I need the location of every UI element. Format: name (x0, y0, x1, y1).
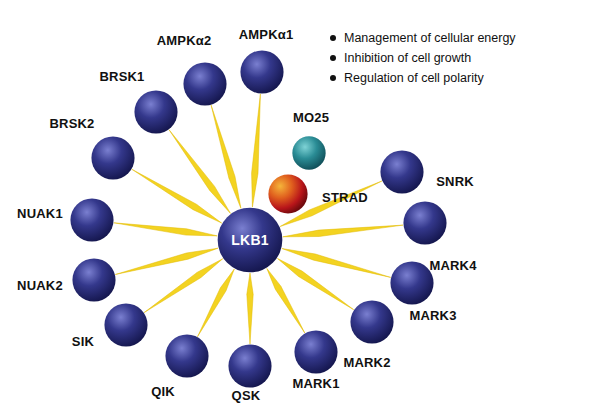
node-label: NUAK1 (17, 206, 63, 221)
signal-spike (169, 130, 231, 214)
node-label: MARK3 (409, 308, 456, 323)
kinase-sphere: SNRK (380, 150, 424, 194)
sphere-fill (183, 62, 226, 105)
kinase-sphere: AMPKα2 (183, 62, 227, 106)
sphere-shape (228, 344, 272, 388)
sphere-shape (380, 150, 424, 194)
node-label: BRSK2 (49, 116, 94, 131)
sphere-shape (165, 334, 209, 378)
sphere-shape (104, 303, 148, 347)
bullet-item: Inhibition of cell growth (328, 48, 516, 68)
sphere-fill (104, 303, 147, 346)
sphere-fill (134, 90, 177, 133)
sphere-fill (292, 136, 325, 169)
node-label: AMPKα2 (157, 33, 212, 48)
signal-spike (114, 223, 218, 236)
sphere-shape (292, 136, 326, 170)
signal-spike (198, 269, 235, 337)
bullet-text: Inhibition of cell growth (344, 51, 471, 65)
sphere-shape (183, 62, 227, 106)
sphere-shape (72, 258, 116, 302)
node-label: MARK1 (292, 376, 339, 391)
sphere-shape (403, 201, 447, 245)
kinase-sphere: MO25 (292, 136, 326, 170)
kinase-sphere: MARK1 (294, 330, 338, 374)
sphere-shape (390, 261, 434, 305)
sphere-fill (228, 344, 271, 387)
bullet-text: Management of cellular energy (344, 31, 516, 45)
node-label: BRSK1 (99, 69, 144, 84)
sphere-fill (350, 300, 393, 343)
node-label: AMPKα1 (239, 27, 294, 42)
sphere-fill (390, 261, 433, 304)
signal-spike (252, 94, 261, 207)
sphere-fill (268, 174, 307, 213)
signal-spike (282, 249, 391, 278)
kinase-sphere: NUAK2 (72, 258, 116, 302)
kinase-sphere: NUAK1 (70, 198, 114, 242)
signal-spike (267, 268, 305, 333)
sphere-fill (294, 330, 337, 373)
node-label: QIK (151, 384, 175, 399)
signal-spike (132, 169, 222, 223)
kinase-sphere: BRSK1 (134, 90, 178, 134)
hub-kinase-sphere: LKB1 (217, 207, 283, 273)
sphere-fill (165, 334, 208, 377)
signal-spike (247, 273, 253, 344)
sphere-fill (70, 198, 113, 241)
sphere-fill (240, 50, 283, 93)
kinase-sphere: SIK (104, 303, 148, 347)
bullet-dot (330, 55, 336, 61)
bullet-item: Management of cellular energy (328, 28, 516, 48)
sphere-fill (91, 136, 134, 179)
node-label: SNRK (436, 174, 474, 189)
kinase-sphere: MARK3 (390, 261, 434, 305)
sphere-fill (72, 258, 115, 301)
node-label: STRAD (322, 190, 368, 205)
kinase-sphere: MARK2 (350, 300, 394, 344)
bullet-dot (330, 35, 336, 41)
signal-spike (144, 259, 223, 313)
node-label: MO25 (293, 110, 329, 125)
sphere-shape (268, 174, 308, 214)
bullet-dot (330, 75, 336, 81)
kinase-sphere: BRSK2 (91, 136, 135, 180)
sphere-fill (403, 201, 446, 244)
node-label: MARK2 (343, 355, 390, 370)
sphere-shape (70, 198, 114, 242)
node-label: LKB1 (231, 232, 268, 248)
kinase-sphere: MARK4 (403, 201, 447, 245)
kinase-sphere: STRAD (268, 174, 308, 214)
sphere-shape (134, 90, 178, 134)
kinase-sphere: QIK (165, 334, 209, 378)
sphere-shape (240, 50, 284, 94)
node-label: SIK (72, 334, 94, 349)
sphere-fill (380, 150, 423, 193)
node-label: QSK (232, 388, 261, 403)
sphere-fill (218, 208, 283, 273)
bullet-text: Regulation of cell polarity (344, 71, 484, 85)
bullet-item: Regulation of cell polarity (328, 68, 516, 88)
kinase-sphere: QSK (228, 344, 272, 388)
sphere-shape (294, 330, 338, 374)
node-label: MARK4 (429, 258, 476, 273)
signal-spike (283, 225, 403, 237)
sphere-shape (91, 136, 135, 180)
node-label: NUAK2 (17, 278, 63, 293)
bullet-list: Management of cellular energyInhibition … (328, 28, 516, 88)
kinase-sphere: AMPKα1 (240, 50, 284, 94)
sphere-shape (350, 300, 394, 344)
